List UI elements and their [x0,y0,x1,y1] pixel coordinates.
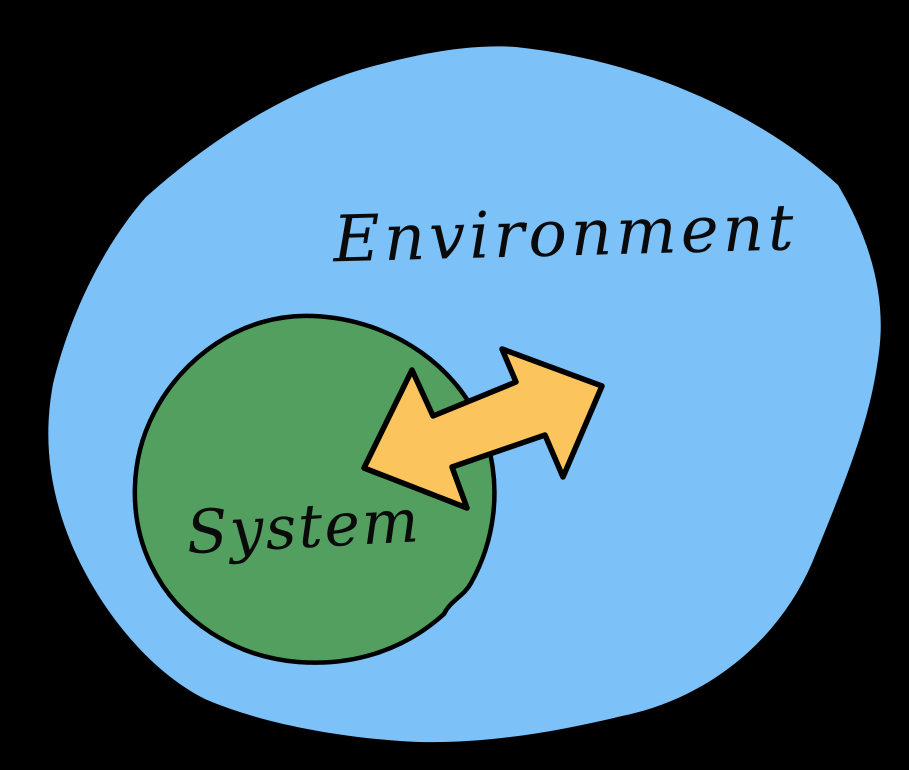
environment-label: Environment [331,191,798,277]
system-label: System [185,486,423,568]
double-headed-arrow [361,346,605,511]
